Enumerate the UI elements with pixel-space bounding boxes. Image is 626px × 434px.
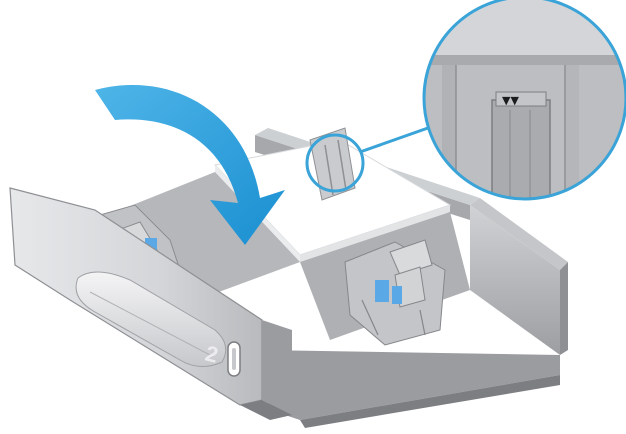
tray-number-label: 2 [203, 341, 221, 368]
rear-paper-guide [309, 127, 356, 201]
callout-magnifier: ▼▼ [422, 0, 626, 201]
length-guide-latch-2 [392, 286, 402, 304]
callout-pointer [305, 126, 429, 193]
paper-height-markers: ▼▼ [502, 94, 519, 107]
length-paper-guide [344, 239, 446, 346]
insert-direction-arrow [95, 84, 285, 245]
tray-handle [75, 271, 227, 367]
tray-front-panel: 2 [9, 187, 292, 420]
length-guide-latch [375, 280, 389, 302]
callout-target-circle [305, 133, 365, 193]
